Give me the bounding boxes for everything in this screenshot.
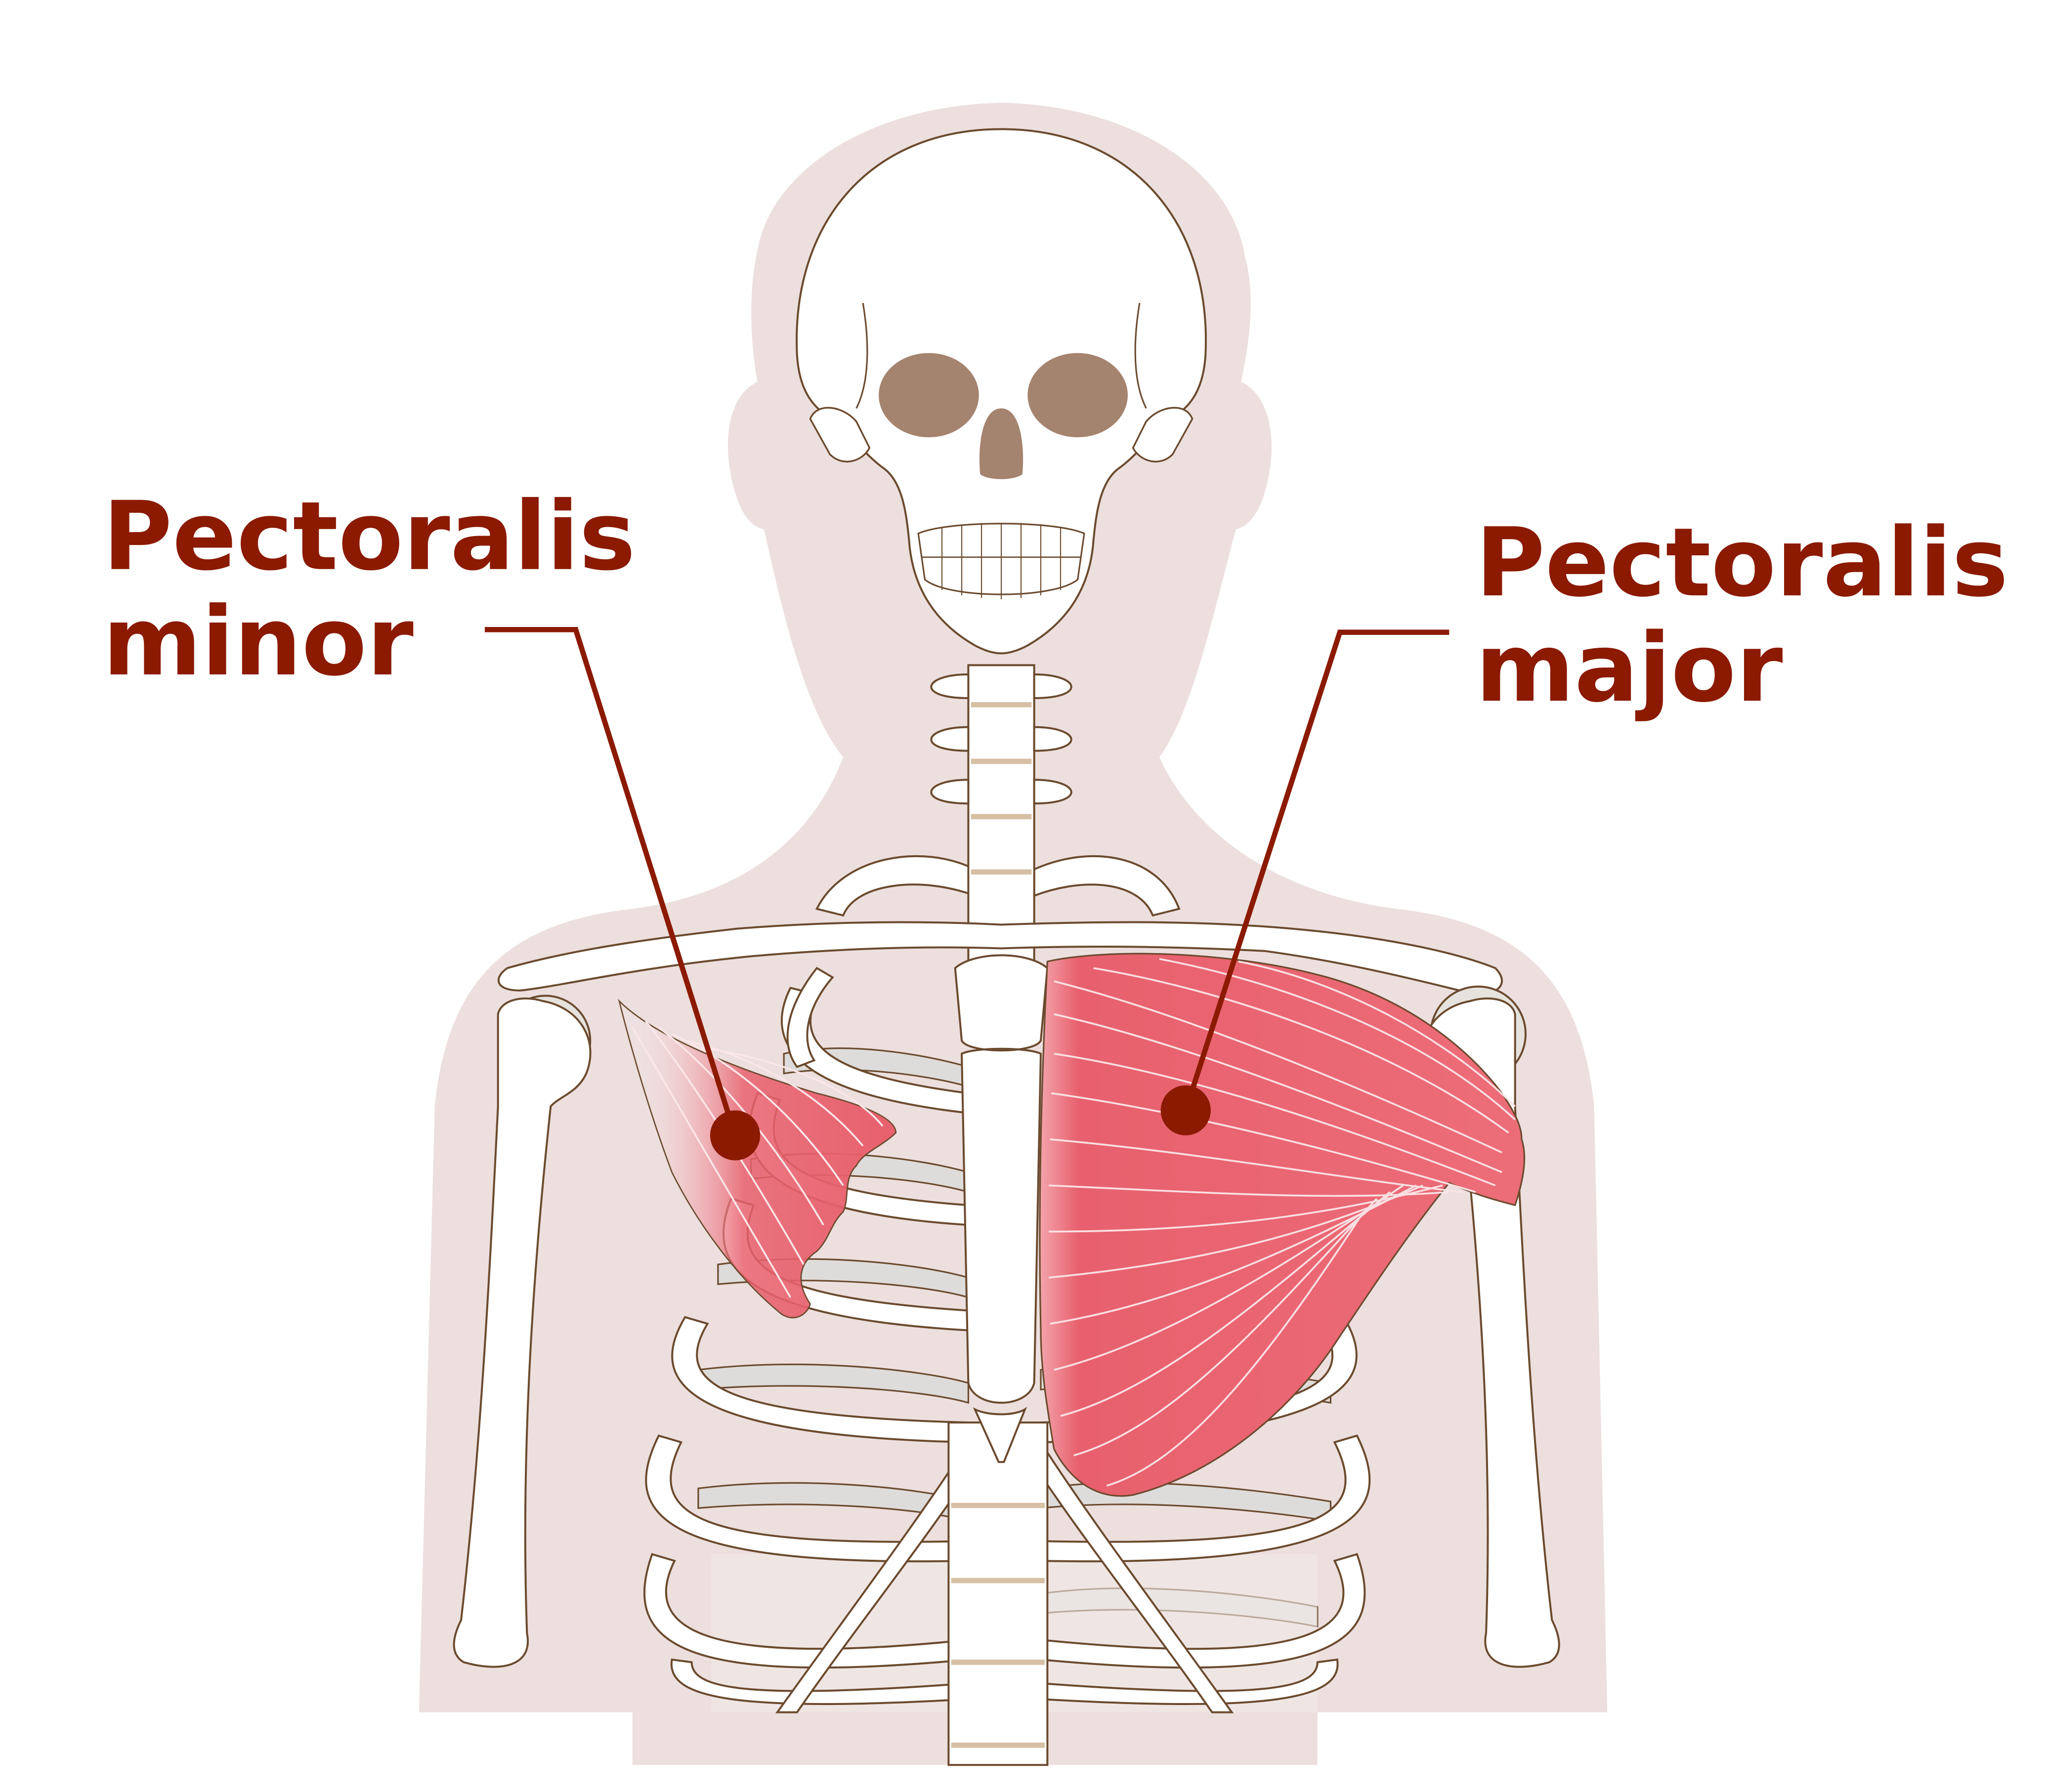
front-ribs-upper	[786, 966, 834, 1068]
nasal-cavity	[979, 408, 1023, 479]
leader-lines	[485, 627, 1449, 1136]
minor-leader-line	[485, 627, 738, 1136]
minor-leader-dot	[710, 1110, 761, 1161]
label-pectoralis-minor-line1: Pectoralis	[103, 482, 636, 592]
sternum	[954, 954, 1049, 1463]
pectoralis-minor-muscle	[618, 999, 897, 1319]
label-pectoralis-major-line2: major	[1476, 613, 1783, 723]
humerus	[453, 997, 1560, 1668]
label-pectoralis-major-line1: Pectoralis	[1476, 508, 2008, 618]
major-leader-dot	[1160, 1085, 1211, 1136]
spine	[930, 664, 1072, 1766]
pectoralis-major-muscle	[1039, 953, 1526, 1497]
skull	[796, 128, 1207, 655]
right-eye-socket	[1027, 353, 1128, 438]
left-eye-socket	[879, 353, 979, 438]
major-leader-line	[1183, 629, 1449, 1111]
label-pectoralis-minor-line2: minor	[103, 587, 414, 697]
